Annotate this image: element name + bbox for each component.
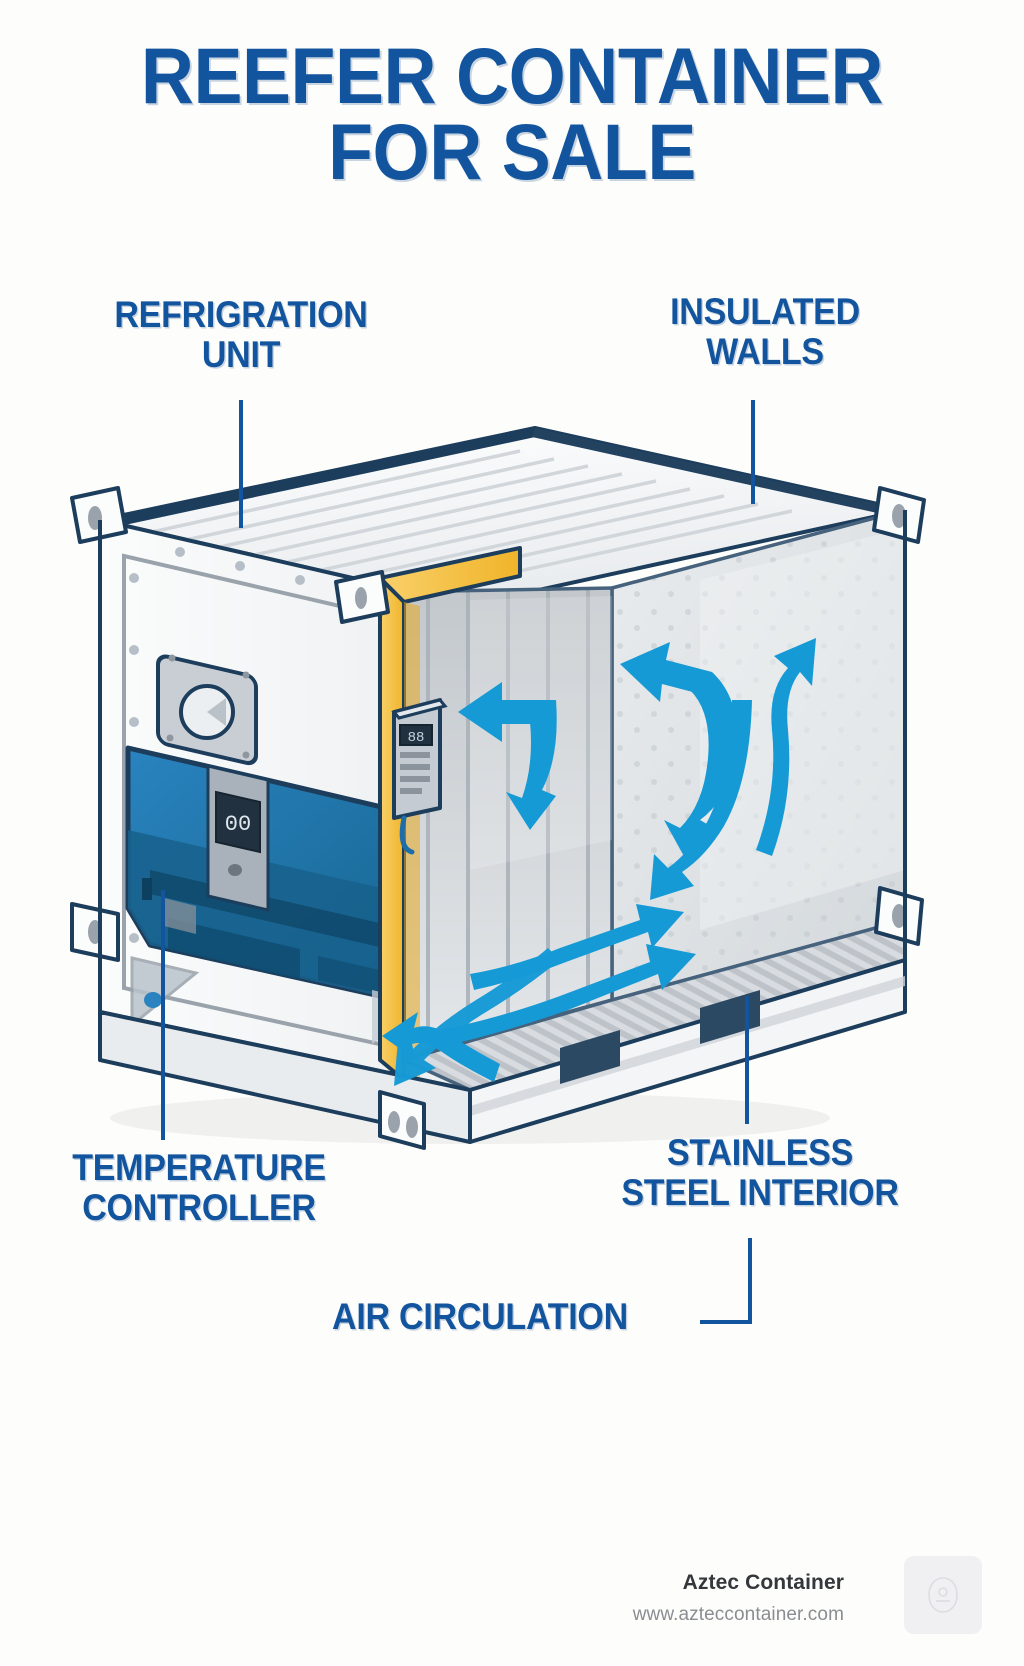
forklift-pocket-right [560, 1030, 620, 1084]
corner-castings [70, 486, 926, 1150]
interior-back-wall [610, 507, 907, 1003]
reefer-display-value: 00 [225, 812, 251, 837]
callout-temperature-controller: TEMPERATURE CONTROLLER [72, 1147, 326, 1228]
footer-brand-name: Aztec Container [682, 1571, 844, 1594]
callout-insulated-walls: INSULATED WALLS [670, 291, 860, 372]
callout-refrigeration-unit: REFRIGRATION UNIT [114, 294, 368, 375]
connector-insulated-walls [751, 400, 755, 504]
title-line-2: FOR SALE [328, 106, 696, 196]
air-circulation-arrows [382, 638, 816, 1086]
container-roof [98, 426, 907, 607]
controller-display-value: 88 [408, 730, 425, 746]
insulation-edge [378, 546, 522, 1090]
connector-stainless-steel-interior [745, 996, 749, 1124]
callout-air-circulation: AIR CIRCULATION [332, 1296, 628, 1337]
fan-access-port [156, 654, 258, 766]
reefer-container-illustration: 00 [70, 426, 926, 1150]
footer-website-url[interactable]: www.azteccontainer.com [632, 1604, 844, 1625]
title-line-1: REEFER CONTAINER [140, 31, 884, 120]
callout-stainless-steel-interior: STAINLESS STEEL INTERIOR [621, 1132, 899, 1213]
connector-air-circulation-vertical [748, 1238, 752, 1324]
temperature-controller-panel[interactable]: 88 [391, 698, 448, 855]
controller-display [399, 724, 433, 746]
page-title: REEFER CONTAINER FOR SALE [0, 31, 1024, 196]
connector-temperature-controller [161, 890, 165, 1140]
footer: Aztec Container www.azteccontainer.com [0, 1516, 1024, 1666]
connector-refrigeration-unit [239, 400, 243, 528]
reefer-display-housing: 00 [206, 764, 270, 912]
refrigeration-unit-machinery: 00 [125, 745, 423, 1003]
aztec-logo-placeholder-icon [904, 1556, 982, 1634]
connector-air-circulation-horizontal [700, 1320, 752, 1324]
container-base-rail [98, 958, 907, 1144]
